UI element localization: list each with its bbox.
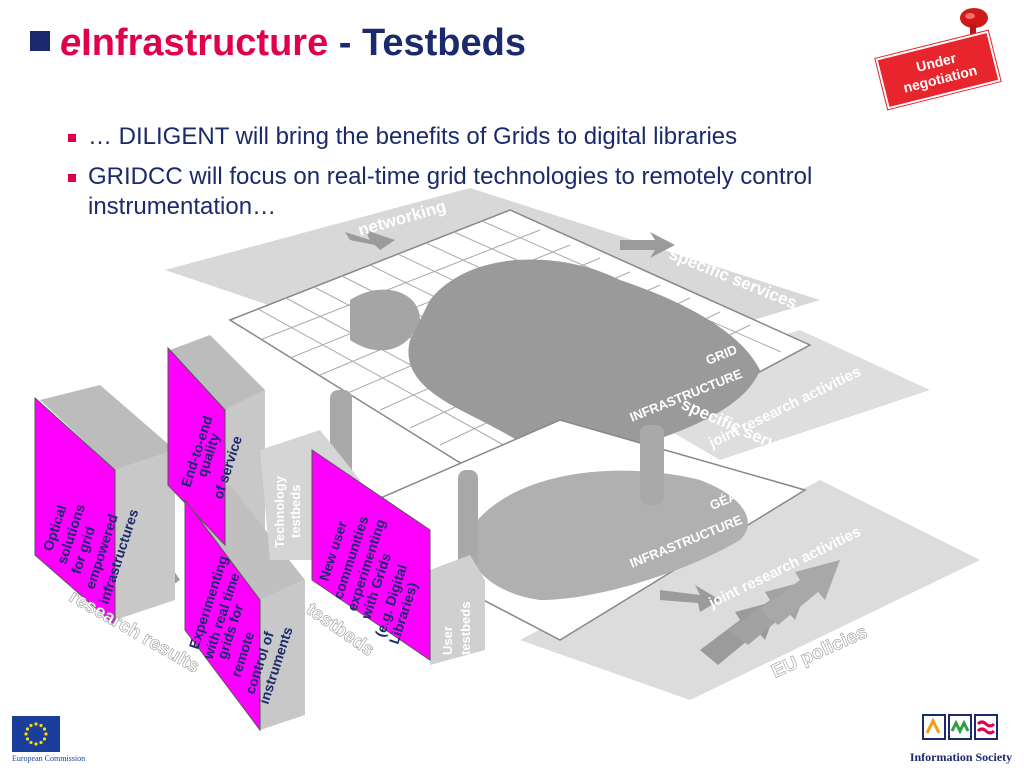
svg-text:Technology: Technology: [272, 475, 287, 548]
label-user-testbeds: User testbeds: [440, 602, 473, 655]
box-realtime: [184, 498, 261, 732]
label-technology-testbeds: Technology testbeds: [272, 475, 303, 548]
svg-text:testbeds: testbeds: [458, 602, 473, 655]
box-endtoend-side: [170, 335, 265, 410]
eu-flag-icon: [12, 716, 60, 752]
europe-map: [408, 259, 760, 462]
box-user: [430, 555, 485, 665]
box-newuser: [311, 449, 431, 661]
svg-text:User: User: [440, 626, 455, 655]
geant-map: [468, 470, 748, 600]
page-title: eInfrastructure - Testbeds: [30, 22, 526, 65]
arrow-joint-bottom: [660, 585, 720, 612]
box-optical-side: [40, 385, 175, 470]
box-realtime-front: [260, 580, 305, 730]
europe-map-west: [350, 289, 420, 351]
bullet-item: GRIDCC will focus on real-time grid tech…: [68, 162, 968, 222]
box-optical: [34, 396, 116, 627]
ec-logo-text: European Commission: [12, 754, 86, 763]
text-box-newuser: New user communities experimenting with …: [316, 514, 421, 646]
title-suffix: - Testbeds: [338, 22, 526, 64]
information-society-logo: Information Society: [905, 713, 1017, 765]
svg-text:testbeds: testbeds: [288, 485, 303, 538]
title-prefix: e: [60, 22, 82, 64]
arrow-specific-top: [620, 232, 675, 258]
box-optical-top: [115, 450, 175, 620]
box-endtoend: [167, 346, 226, 547]
title-main: Infrastructure: [81, 22, 329, 64]
arrow-networking: [345, 230, 395, 250]
bullet-list: … DILIGENT will bring the benefits of Gr…: [68, 122, 968, 232]
lower-plane: [520, 480, 980, 700]
text-box-endtoend: End-to-end quality of service: [178, 414, 245, 501]
title-square-icon: [30, 30, 50, 51]
bullet-item: … DILIGENT will bring the benefits of Gr…: [68, 122, 968, 152]
pillar-mid: [458, 470, 478, 570]
is-logo-text: Information Society: [909, 750, 1013, 764]
arrow-eu-3: [760, 560, 840, 625]
pillar-right: [640, 425, 664, 505]
information-society-icon: [922, 714, 998, 740]
european-commission-logo: European Commission: [12, 716, 86, 763]
